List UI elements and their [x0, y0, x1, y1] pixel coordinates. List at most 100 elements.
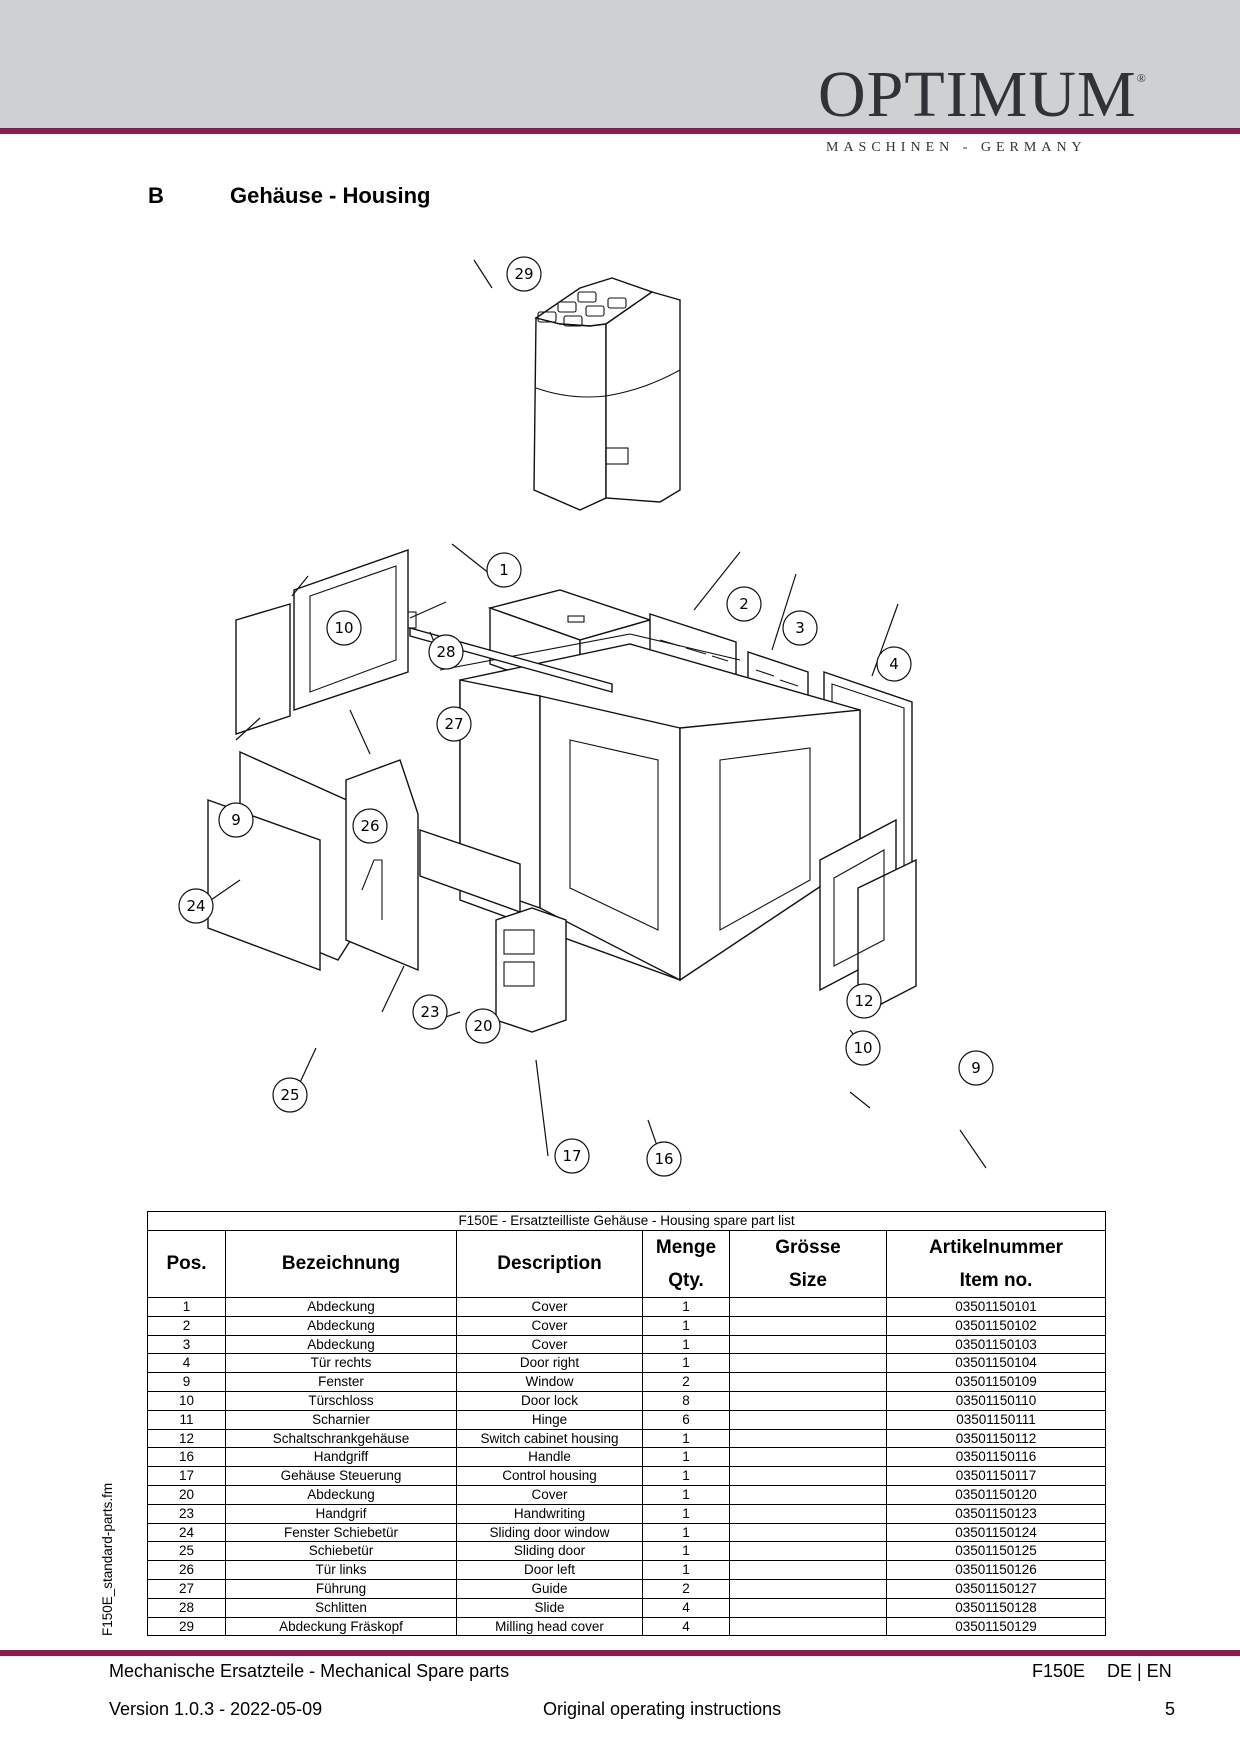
footer-page-number: 5: [1165, 1699, 1176, 1719]
cell-pos: 16: [147, 1447, 226, 1468]
footer-rule: [0, 1650, 1240, 1656]
callout-10-right-label: 10: [853, 1039, 872, 1057]
cell-qty: 1: [642, 1297, 730, 1317]
cell-item: 03501150117: [885, 1466, 1107, 1486]
cell-qty: 1: [642, 1484, 730, 1505]
cell-pos: 29: [147, 1616, 226, 1637]
cell-size: [729, 1503, 887, 1524]
callout-20: 20: [465, 1008, 501, 1044]
cell-qty: 4: [642, 1616, 730, 1637]
cell-de: Abdeckung: [225, 1484, 457, 1505]
registered-mark: ®: [1136, 71, 1147, 85]
cell-de: Schaltschrankgehäuse: [225, 1428, 457, 1449]
cell-size: [729, 1616, 887, 1637]
callout-24: 24: [178, 888, 214, 924]
cell-size: [729, 1334, 887, 1355]
cell-pos: 9: [147, 1372, 226, 1392]
cell-en: Slide: [456, 1597, 643, 1618]
cell-qty: 1: [642, 1315, 730, 1336]
section-letter: B: [148, 183, 164, 208]
callout-25-label: 25: [280, 1086, 299, 1104]
header-groesse: Grösse: [775, 1237, 841, 1258]
header-menge: Menge: [655, 1237, 717, 1258]
callout-26-label: 26: [360, 817, 379, 835]
cell-de: Schlitten: [225, 1597, 457, 1618]
header-size-en: Size: [788, 1270, 828, 1291]
cell-qty: 1: [642, 1466, 730, 1486]
cell-qty: 1: [642, 1428, 730, 1449]
cell-item: 03501150126: [885, 1560, 1107, 1580]
callout-10-left: 10: [326, 610, 362, 646]
cell-item: 03501150125: [885, 1541, 1107, 1562]
cell-item: 03501150123: [885, 1503, 1107, 1524]
part-switch-cabinet-side: [819, 818, 917, 1018]
brand-logo: OPTIMUM®: [818, 62, 1147, 128]
cell-en: Milling head cover: [456, 1616, 643, 1637]
callout-12: 12: [846, 983, 882, 1019]
footer-model: F150E: [1032, 1661, 1086, 1681]
callout-26: 26: [352, 808, 388, 844]
cell-qty: 1: [642, 1541, 730, 1562]
side-file-label: F150E_standard-parts.fm: [100, 1482, 115, 1636]
callout-28: 28: [428, 634, 464, 670]
callout-29-label: 29: [514, 265, 533, 283]
cell-size: [729, 1466, 887, 1486]
header-rule: [0, 128, 1240, 134]
callout-24-label: 24: [186, 897, 205, 915]
cell-en: Cover: [456, 1297, 643, 1317]
cell-pos: 24: [147, 1522, 226, 1543]
cell-size: [729, 1390, 887, 1411]
cell-de: Tür links: [225, 1560, 457, 1580]
cell-item: 03501150116: [885, 1447, 1107, 1468]
cell-en: Door lock: [456, 1390, 643, 1411]
footer-document-type: Original operating instructions: [543, 1699, 782, 1719]
part-milling-head-cover: [533, 277, 681, 511]
cell-pos: 23: [147, 1503, 226, 1524]
callout-20-label: 20: [473, 1017, 492, 1035]
cell-size: [729, 1522, 887, 1543]
cell-en: Cover: [456, 1334, 643, 1355]
cell-pos: 12: [147, 1428, 226, 1449]
cell-item: 03501150110: [885, 1390, 1107, 1411]
cell-en: Cover: [456, 1484, 643, 1505]
cell-size: [729, 1560, 887, 1580]
cell-qty: 6: [642, 1409, 730, 1430]
callout-17-label: 17: [562, 1147, 581, 1165]
cell-de: Scharnier: [225, 1409, 457, 1430]
cell-pos: 26: [147, 1560, 226, 1580]
cell-de: Abdeckung: [225, 1334, 457, 1355]
cell-pos: 27: [147, 1578, 226, 1599]
cell-de: Abdeckung: [225, 1315, 457, 1336]
callout-28-label: 28: [436, 643, 455, 661]
table-caption: F150E - Ersatzteilliste Gehäuse - Housin…: [146, 1211, 1107, 1231]
callout-27-label: 27: [444, 715, 463, 733]
header-pos: Pos.: [147, 1230, 226, 1298]
cell-de: Tür rechts: [225, 1353, 457, 1374]
cell-pos: 17: [147, 1466, 226, 1486]
footer-language: DE | EN: [1107, 1661, 1172, 1681]
section-title: Gehäuse - Housing: [230, 183, 431, 208]
cell-en: Hinge: [456, 1409, 643, 1430]
cell-de: Führung: [225, 1578, 457, 1599]
cell-pos: 25: [147, 1541, 226, 1562]
spare-parts-table: F150E - Ersatzteilliste Gehäuse - Housin…: [146, 1211, 1107, 1637]
cell-pos: 3: [147, 1334, 226, 1355]
cell-size: [729, 1578, 887, 1599]
cell-size: [729, 1409, 887, 1430]
header-description: Description: [456, 1230, 643, 1298]
cell-qty: 1: [642, 1522, 730, 1543]
cell-en: Switch cabinet housing: [456, 1428, 643, 1449]
cell-item: 03501150128: [885, 1597, 1107, 1618]
